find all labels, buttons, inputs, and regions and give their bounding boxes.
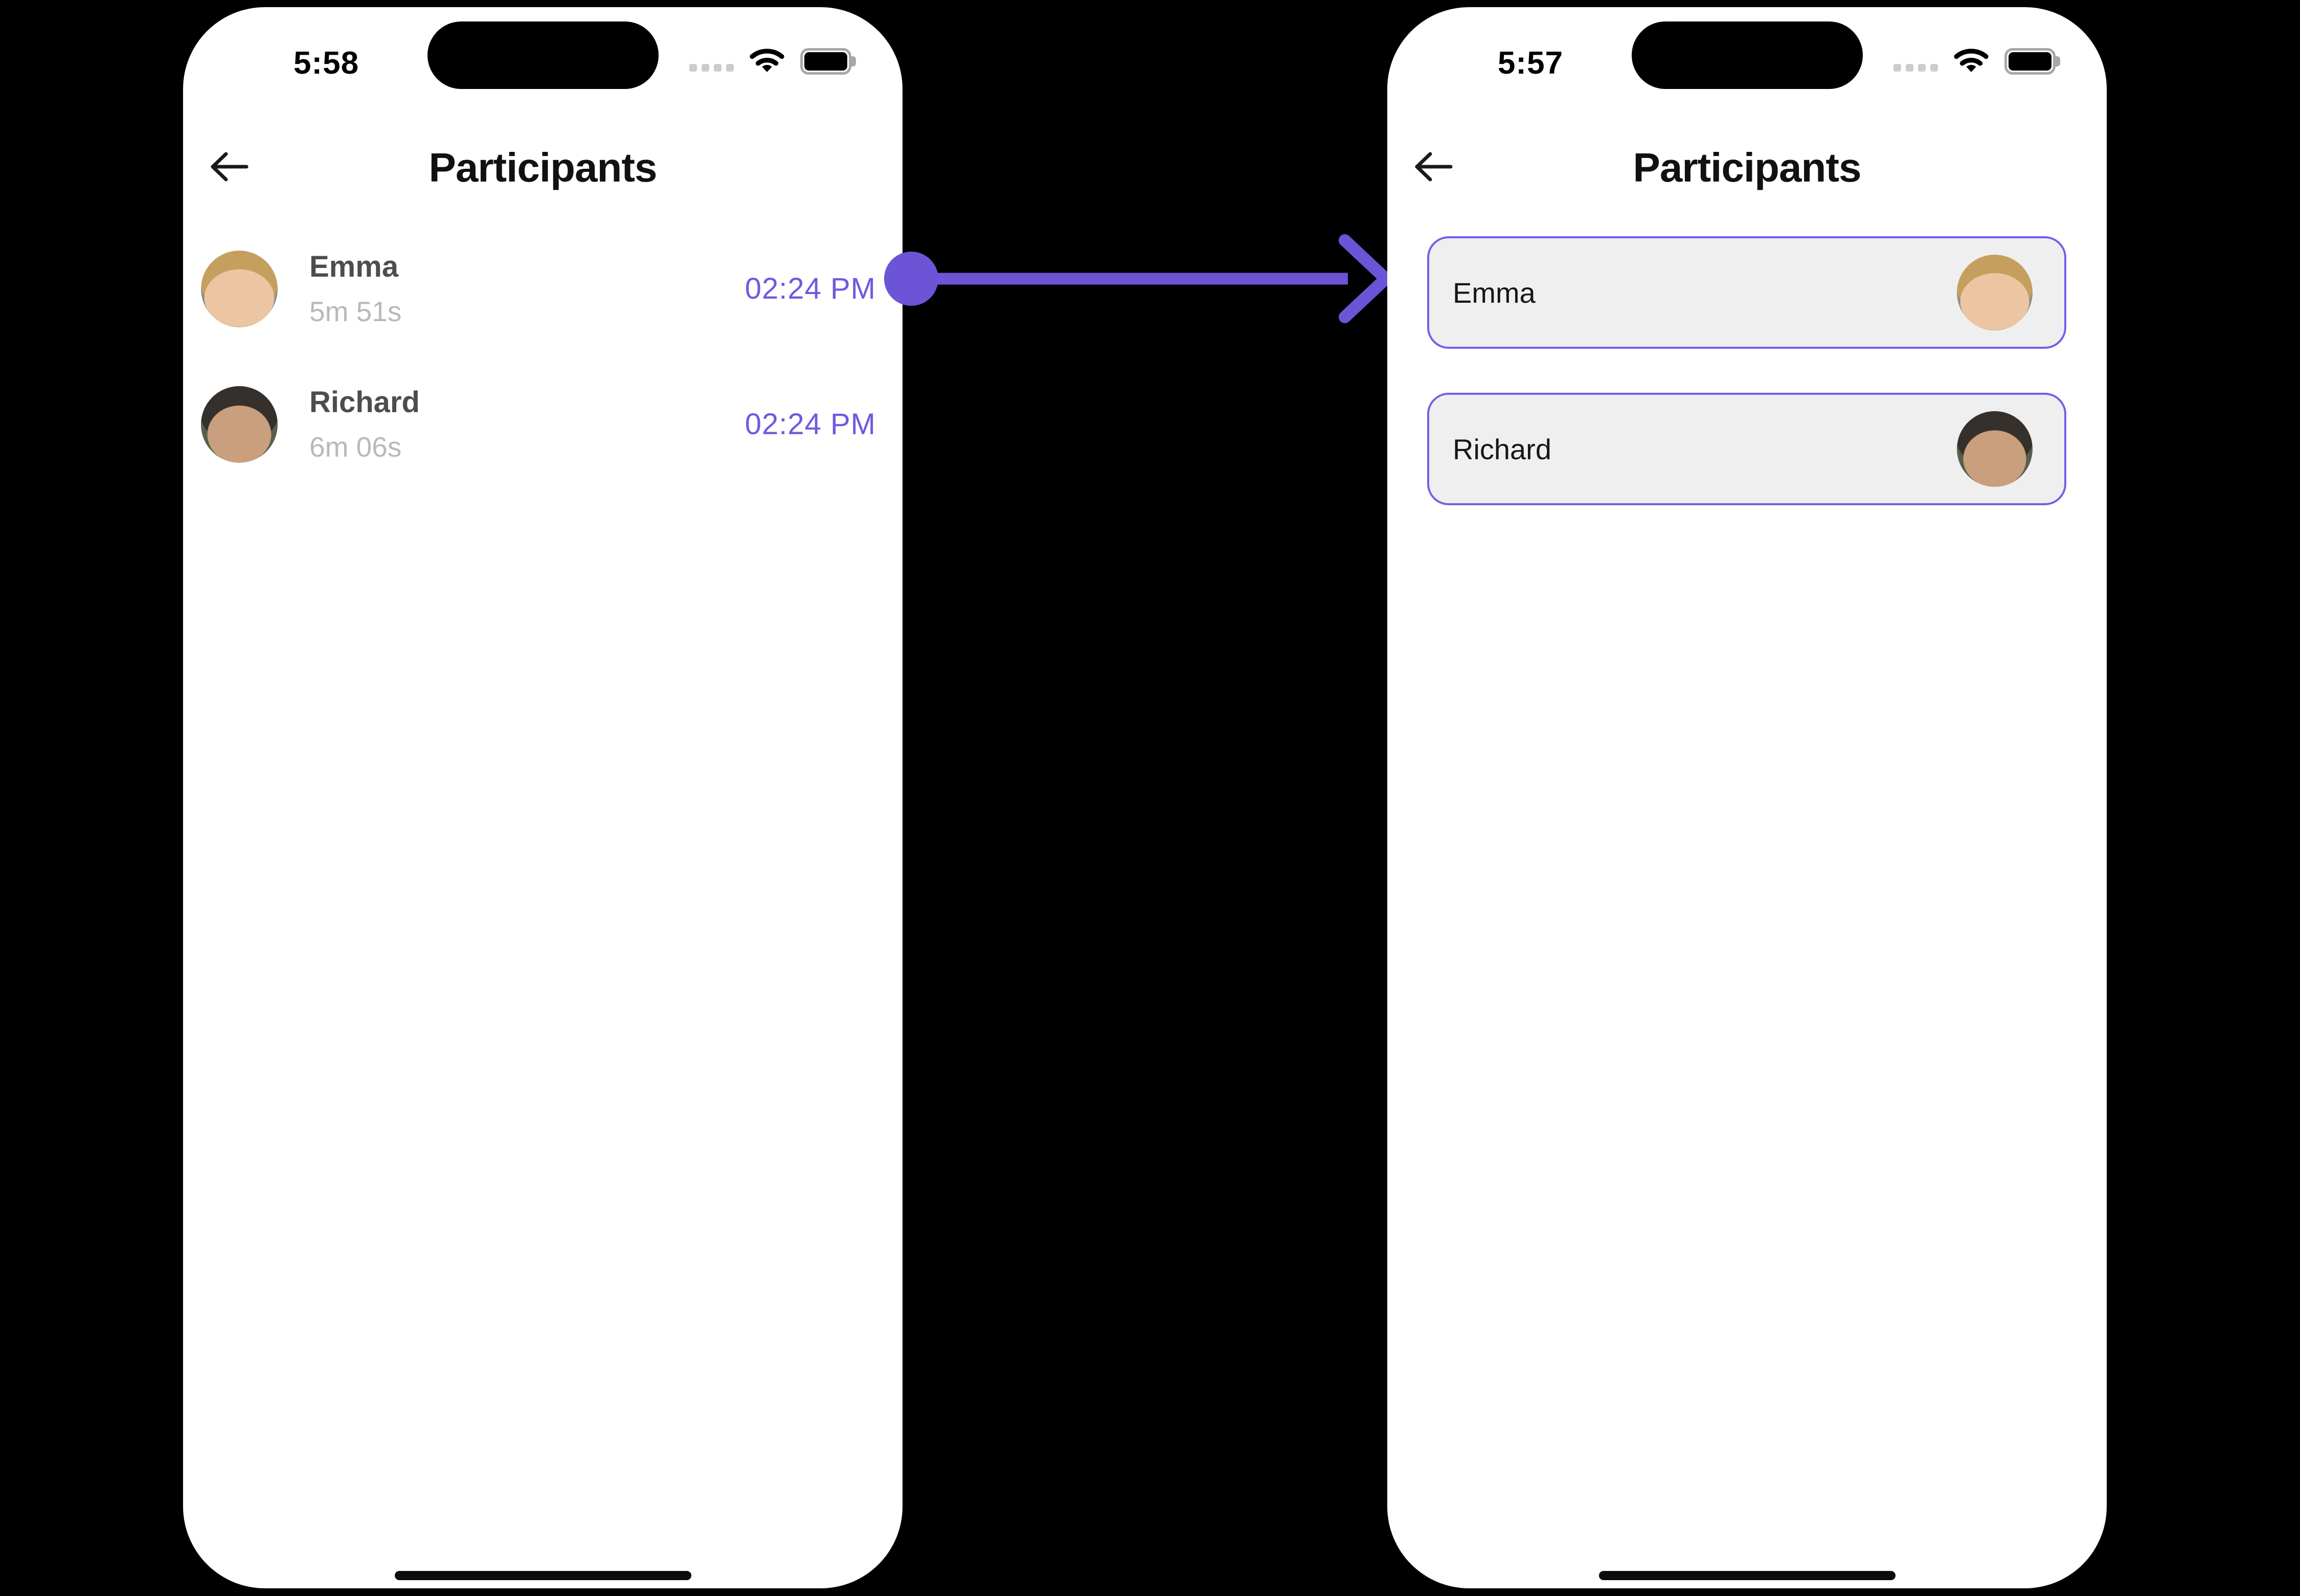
participant-name: Richard [309, 386, 420, 419]
status-time: 5:57 [1497, 46, 1564, 81]
participant-duration: 5m 51s [309, 296, 402, 327]
status-icons [1893, 46, 2060, 77]
back-button[interactable] [206, 144, 252, 190]
page-title: Participants [429, 145, 658, 190]
participant-row-richard[interactable]: Richard 6m 06s 02:24 PM [183, 372, 903, 477]
participant-list: Emma 5m 51s 02:24 PM Richard 6m 06s 02:2… [183, 236, 903, 507]
status-bar: 5:58 [183, 7, 903, 109]
battery-icon [800, 48, 856, 75]
battery-icon [2004, 48, 2060, 75]
participant-name: Richard [1453, 433, 1551, 465]
avatar-richard [201, 386, 278, 463]
dynamic-island [1631, 21, 1863, 89]
phone-right: 5:57 [1387, 7, 2107, 1588]
participant-card-emma[interactable]: Emma [1427, 236, 2066, 349]
back-button[interactable] [1410, 144, 1456, 190]
participant-row-emma[interactable]: Emma 5m 51s 02:24 PM [183, 236, 903, 341]
wifi-icon [748, 46, 786, 77]
dynamic-island [427, 21, 659, 89]
avatar-emma [201, 250, 278, 327]
header: Participants [183, 135, 903, 201]
participant-card-richard[interactable]: Richard [1427, 393, 2066, 505]
cellular-signal-icon [1893, 48, 1938, 75]
home-indicator[interactable] [394, 1571, 691, 1580]
back-arrow-icon [209, 150, 249, 185]
avatar-emma [1957, 255, 2033, 330]
transition-arrow-icon [884, 211, 1395, 349]
header: Participants [1387, 135, 2107, 201]
home-indicator[interactable] [1598, 1571, 1896, 1580]
wifi-icon [1952, 46, 1990, 77]
participant-join-time: 02:24 PM [745, 408, 876, 441]
phone-left: 5:58 [183, 7, 903, 1588]
participant-name: Emma [309, 250, 399, 283]
status-bar: 5:57 [1387, 7, 2107, 109]
status-icons [689, 46, 856, 77]
page-title: Participants [1633, 145, 1862, 190]
avatar-richard [1957, 411, 2033, 487]
cellular-signal-icon [689, 48, 734, 75]
back-arrow-icon [1413, 150, 1453, 185]
status-time: 5:58 [293, 46, 359, 81]
participant-name: Emma [1453, 276, 1536, 309]
participant-join-time: 02:24 PM [745, 272, 876, 305]
participant-card-list: Emma Richard [1427, 236, 2066, 549]
participant-duration: 6m 06s [309, 431, 402, 463]
